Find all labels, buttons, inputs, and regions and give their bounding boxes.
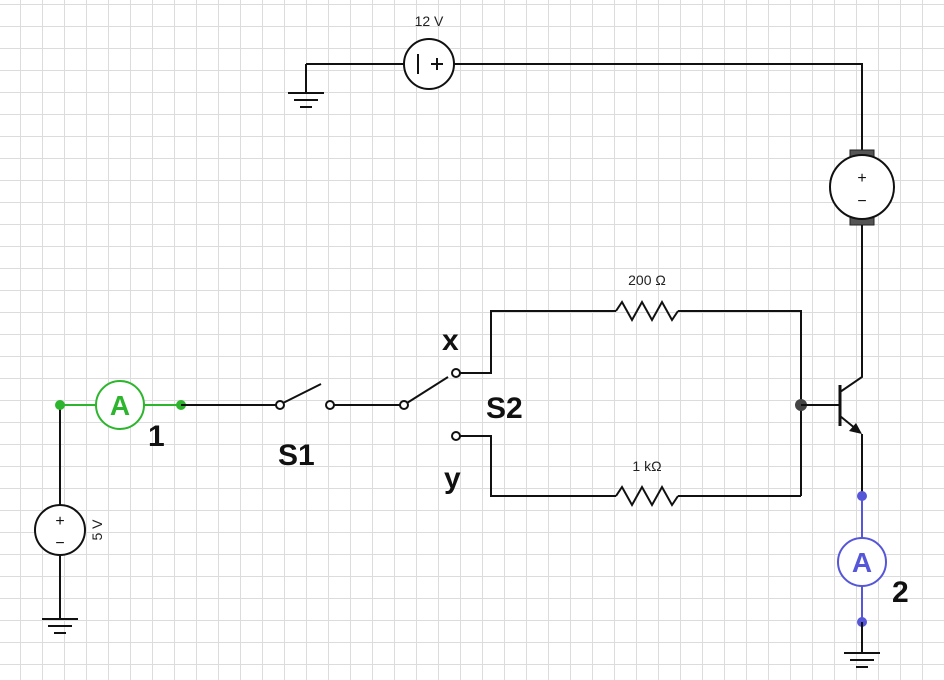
ammeter-1-number: 1 [148,420,165,453]
ammeter-2[interactable]: A [837,537,887,587]
switch-s2-label: S2 [486,392,523,425]
switch-s1[interactable] [275,383,335,410]
terminal-x-label: x [442,324,459,357]
node-green-left [55,400,65,410]
motor-plus-sign: + [857,170,866,187]
ammeter-1-letter: A [110,390,130,421]
transistor[interactable] [801,385,862,434]
switch-s2[interactable] [399,368,461,441]
motor[interactable]: + − [829,149,895,226]
ammeter-2-number: 2 [892,576,909,609]
right-ground [844,652,880,668]
resistor-1k-ohm-label: 1 kΩ [632,458,661,474]
terminal-y-label: y [444,462,461,495]
battery-5v-plus: + [55,513,64,530]
left-ground [42,618,78,634]
ammeter-2-letter: A [852,547,872,578]
battery-12v[interactable] [403,38,455,90]
switch-s1-label: S1 [278,439,315,472]
resistor-1k-ohm[interactable] [615,484,679,508]
wire-battery-to-motor [454,63,863,152]
battery-5v-minus: − [55,535,64,552]
motor-minus-sign: − [857,193,866,210]
wire-y-branch [460,435,616,497]
resistor-200-ohm[interactable] [615,299,679,323]
resistor-200-ohm-label: 200 Ω [628,272,666,288]
top-ground [288,64,324,108]
wire-200-ohm-to-node [678,310,802,496]
ammeter-1[interactable]: A [95,380,145,430]
battery-12v-label: 12 V [415,13,444,29]
wire-x-branch [460,310,616,374]
battery-5v[interactable]: + − [34,504,86,556]
wire-motor-to-collector [839,225,863,393]
battery-5v-label: 5 V [89,519,105,541]
